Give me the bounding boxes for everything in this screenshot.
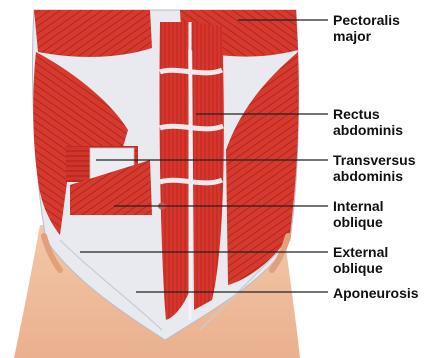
label-pectoralis-major: Pectoralis major [333, 12, 400, 44]
label-rectus-abdominis: Rectus abdominis [333, 106, 403, 138]
tendinous-intersection-2 [160, 126, 223, 129]
label-line: Aponeurosis [333, 285, 419, 301]
label-line: Pectoralis [333, 12, 400, 28]
label-line: abdominis [333, 122, 403, 138]
tendinous-intersection-1 [160, 70, 222, 73]
pectoralis-major-left [34, 10, 152, 57]
label-line: major [333, 28, 400, 44]
label-line: Transversus [333, 152, 416, 168]
label-aponeurosis: Aponeurosis [333, 285, 419, 301]
label-line: oblique [333, 260, 388, 276]
label-line: abdominis [333, 168, 416, 184]
tendinous-intersection-3 [160, 180, 222, 183]
label-internal-oblique: Internal oblique [333, 198, 384, 230]
label-line: oblique [333, 214, 384, 230]
label-line: Internal [333, 198, 384, 214]
label-line: Rectus [333, 106, 403, 122]
label-external-oblique: External oblique [333, 244, 388, 276]
rectus-abdominis-left [159, 22, 190, 320]
label-line: External [333, 244, 388, 260]
label-transversus-abdominis: Transversus abdominis [333, 152, 416, 184]
